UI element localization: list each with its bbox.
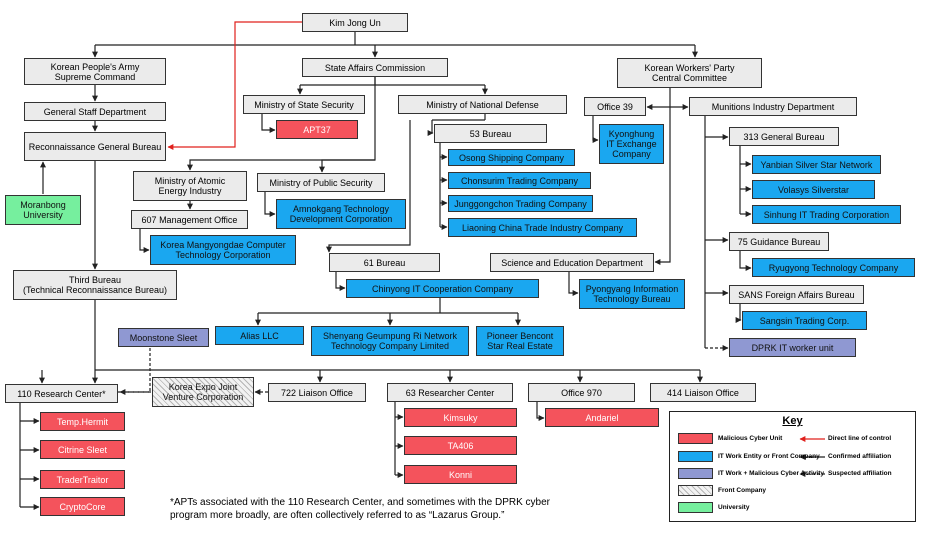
node-sans-foreign-affairs: SANS Foreign Affairs Bureau — [729, 285, 864, 304]
node-tradertraitor: TraderTraitor — [40, 470, 125, 489]
node-kim-jong-un: Kim Jong Un — [302, 13, 408, 32]
node-414-liaison-office: 414 Liaison Office — [650, 383, 756, 402]
legend-label-confirmed: Confirmed affiliation — [828, 453, 892, 460]
node-moranbong-university: Moranbong University — [5, 195, 81, 225]
node-ministry-atomic-energy: Ministry of Atomic Energy Industry — [133, 171, 247, 201]
node-office-970: Office 970 — [528, 383, 635, 402]
node-shenyang-geumpung: Shenyang Geumpung Ri Network Technology … — [311, 326, 469, 356]
connector-30 — [335, 272, 346, 291]
node-apt37: APT37 — [276, 120, 358, 139]
node-ministry-public-security: Ministry of Public Security — [257, 173, 385, 192]
connector-70 — [536, 402, 545, 421]
connector-23 — [427, 120, 434, 136]
node-313-general-bureau: 313 General Bureau — [729, 127, 839, 146]
legend-swatch-university — [678, 502, 713, 513]
legend-swatch-front — [678, 485, 713, 496]
legend-swatch-it-work — [678, 451, 713, 462]
connector-16 — [319, 159, 375, 173]
legend-swatch-malicious — [678, 433, 713, 444]
node-pioneer-bencont: Pioneer Bencont Star Real Estate — [476, 326, 564, 356]
node-amnokgang: Amnokgang Technology Development Corpora… — [276, 199, 406, 229]
node-607-management-office: 607 Management Office — [131, 210, 248, 229]
legend-label-direct: Direct line of control — [828, 435, 892, 442]
connector-5 — [167, 21, 302, 150]
node-volasys-silverstar: Volasys Silverstar — [752, 180, 875, 199]
node-reconnaissance-general-bureau: Reconnaissance General Bureau — [24, 132, 166, 161]
node-dprk-it-worker-unit: DPRK IT worker unit — [729, 338, 856, 357]
node-moonstone-sleet: Moonstone Sleet — [118, 328, 209, 347]
node-53-bureau: 53 Bureau — [434, 124, 547, 143]
node-andariel: Andariel — [545, 408, 659, 427]
node-junggongchon-trading: Junggongchon Trading Company — [448, 195, 593, 212]
node-alias-llc: Alias LLC — [215, 326, 304, 345]
node-kimsuky: Kimsuky — [404, 408, 517, 427]
legend-label-it-work: IT Work Entity or Front Company — [718, 453, 820, 460]
node-munitions-industry-dept: Munitions Industry Department — [689, 97, 857, 116]
legend-label-university: University — [718, 504, 750, 511]
connector-24 — [326, 120, 411, 253]
legend-label-suspected: Suspected affiliation — [828, 470, 892, 477]
node-yanbian-silver-star: Yanbian Silver Star Network — [752, 155, 881, 174]
node-wp-central-committee: Korean Workers' Party Central Committee — [617, 58, 762, 88]
node-ministry-national-defense: Ministry of National Defense — [398, 95, 567, 114]
node-722-liaison-office: 722 Liaison Office — [268, 383, 366, 402]
legend-label-malicious: Malicious Cyber Unit — [718, 435, 783, 442]
node-pyongyang-info-tech: Pyongyang Information Technology Bureau — [579, 279, 685, 309]
legend-label-front: Front Company — [718, 487, 767, 494]
lazarus-footnote: *APTs associated with the 110 Research C… — [170, 497, 550, 521]
node-chinyong-it: Chinyong IT Cooperation Company — [346, 279, 539, 298]
node-general-staff-department: General Staff Department — [24, 102, 166, 121]
connector-18 — [139, 229, 150, 253]
node-ta406: TA406 — [404, 436, 517, 455]
node-ryugyong-technology: Ryugyong Technology Company — [752, 258, 915, 277]
node-75-guidance-bureau: 75 Guidance Bureau — [729, 232, 829, 251]
node-third-bureau: Third Bureau (Technical Reconnaissance B… — [13, 270, 177, 300]
connector-38 — [654, 88, 671, 265]
connector-51 — [735, 304, 742, 323]
node-110-research-center: 110 Research Center* — [5, 384, 118, 403]
node-63-researcher-center: 63 Researcher Center — [387, 383, 513, 402]
node-science-education-dept: Science and Education Department — [490, 253, 654, 272]
connector-19 — [264, 192, 276, 217]
legend-title: Key — [782, 415, 803, 427]
connector-39 — [592, 116, 599, 143]
node-citrine-sleet: Citrine Sleet — [40, 440, 125, 459]
legend-key: Key Malicious Cyber Unit IT Work Entity … — [669, 411, 916, 522]
legend-line-samples — [799, 436, 825, 477]
node-temp-hermit: Temp.Hermit — [40, 412, 125, 431]
node-korea-expo-jv: Korea Expo Joint Venture Corporation — [152, 377, 254, 407]
node-mangyongdae: Korea Mangyongdae Computer Technology Co… — [150, 235, 296, 265]
connector-15 — [187, 77, 376, 171]
legend-label-it-malicious: IT Work + Malicious Cyber Activity — [718, 470, 825, 477]
connector-20 — [261, 114, 276, 133]
node-konni: Konni — [404, 465, 517, 484]
connector-40 — [568, 272, 579, 296]
legend-swatch-it-malicious — [678, 468, 713, 479]
connector-50 — [739, 251, 752, 271]
node-sangsin-trading: Sangsin Trading Corp. — [742, 311, 867, 330]
node-osong-shipping: Osong Shipping Company — [448, 149, 575, 166]
node-kpa-supreme-command: Korean People's Army Supreme Command — [24, 58, 166, 85]
node-ministry-state-security: Ministry of State Security — [243, 95, 365, 114]
node-61-bureau: 61 Bureau — [329, 253, 440, 272]
node-state-affairs-commission: State Affairs Commission — [302, 58, 448, 77]
node-cryptocore: CryptoCore — [40, 497, 125, 516]
node-sinhung-it-trading: Sinhung IT Trading Corporation — [752, 205, 901, 224]
node-chonsurim-trading: Chonsurim Trading Company — [448, 172, 591, 189]
node-office-39: Office 39 — [584, 97, 646, 116]
node-liaoning-china-trade: Liaoning China Trade Industry Company — [448, 218, 637, 237]
node-kyonghung: Kyonghung IT Exchange Company — [599, 124, 664, 164]
